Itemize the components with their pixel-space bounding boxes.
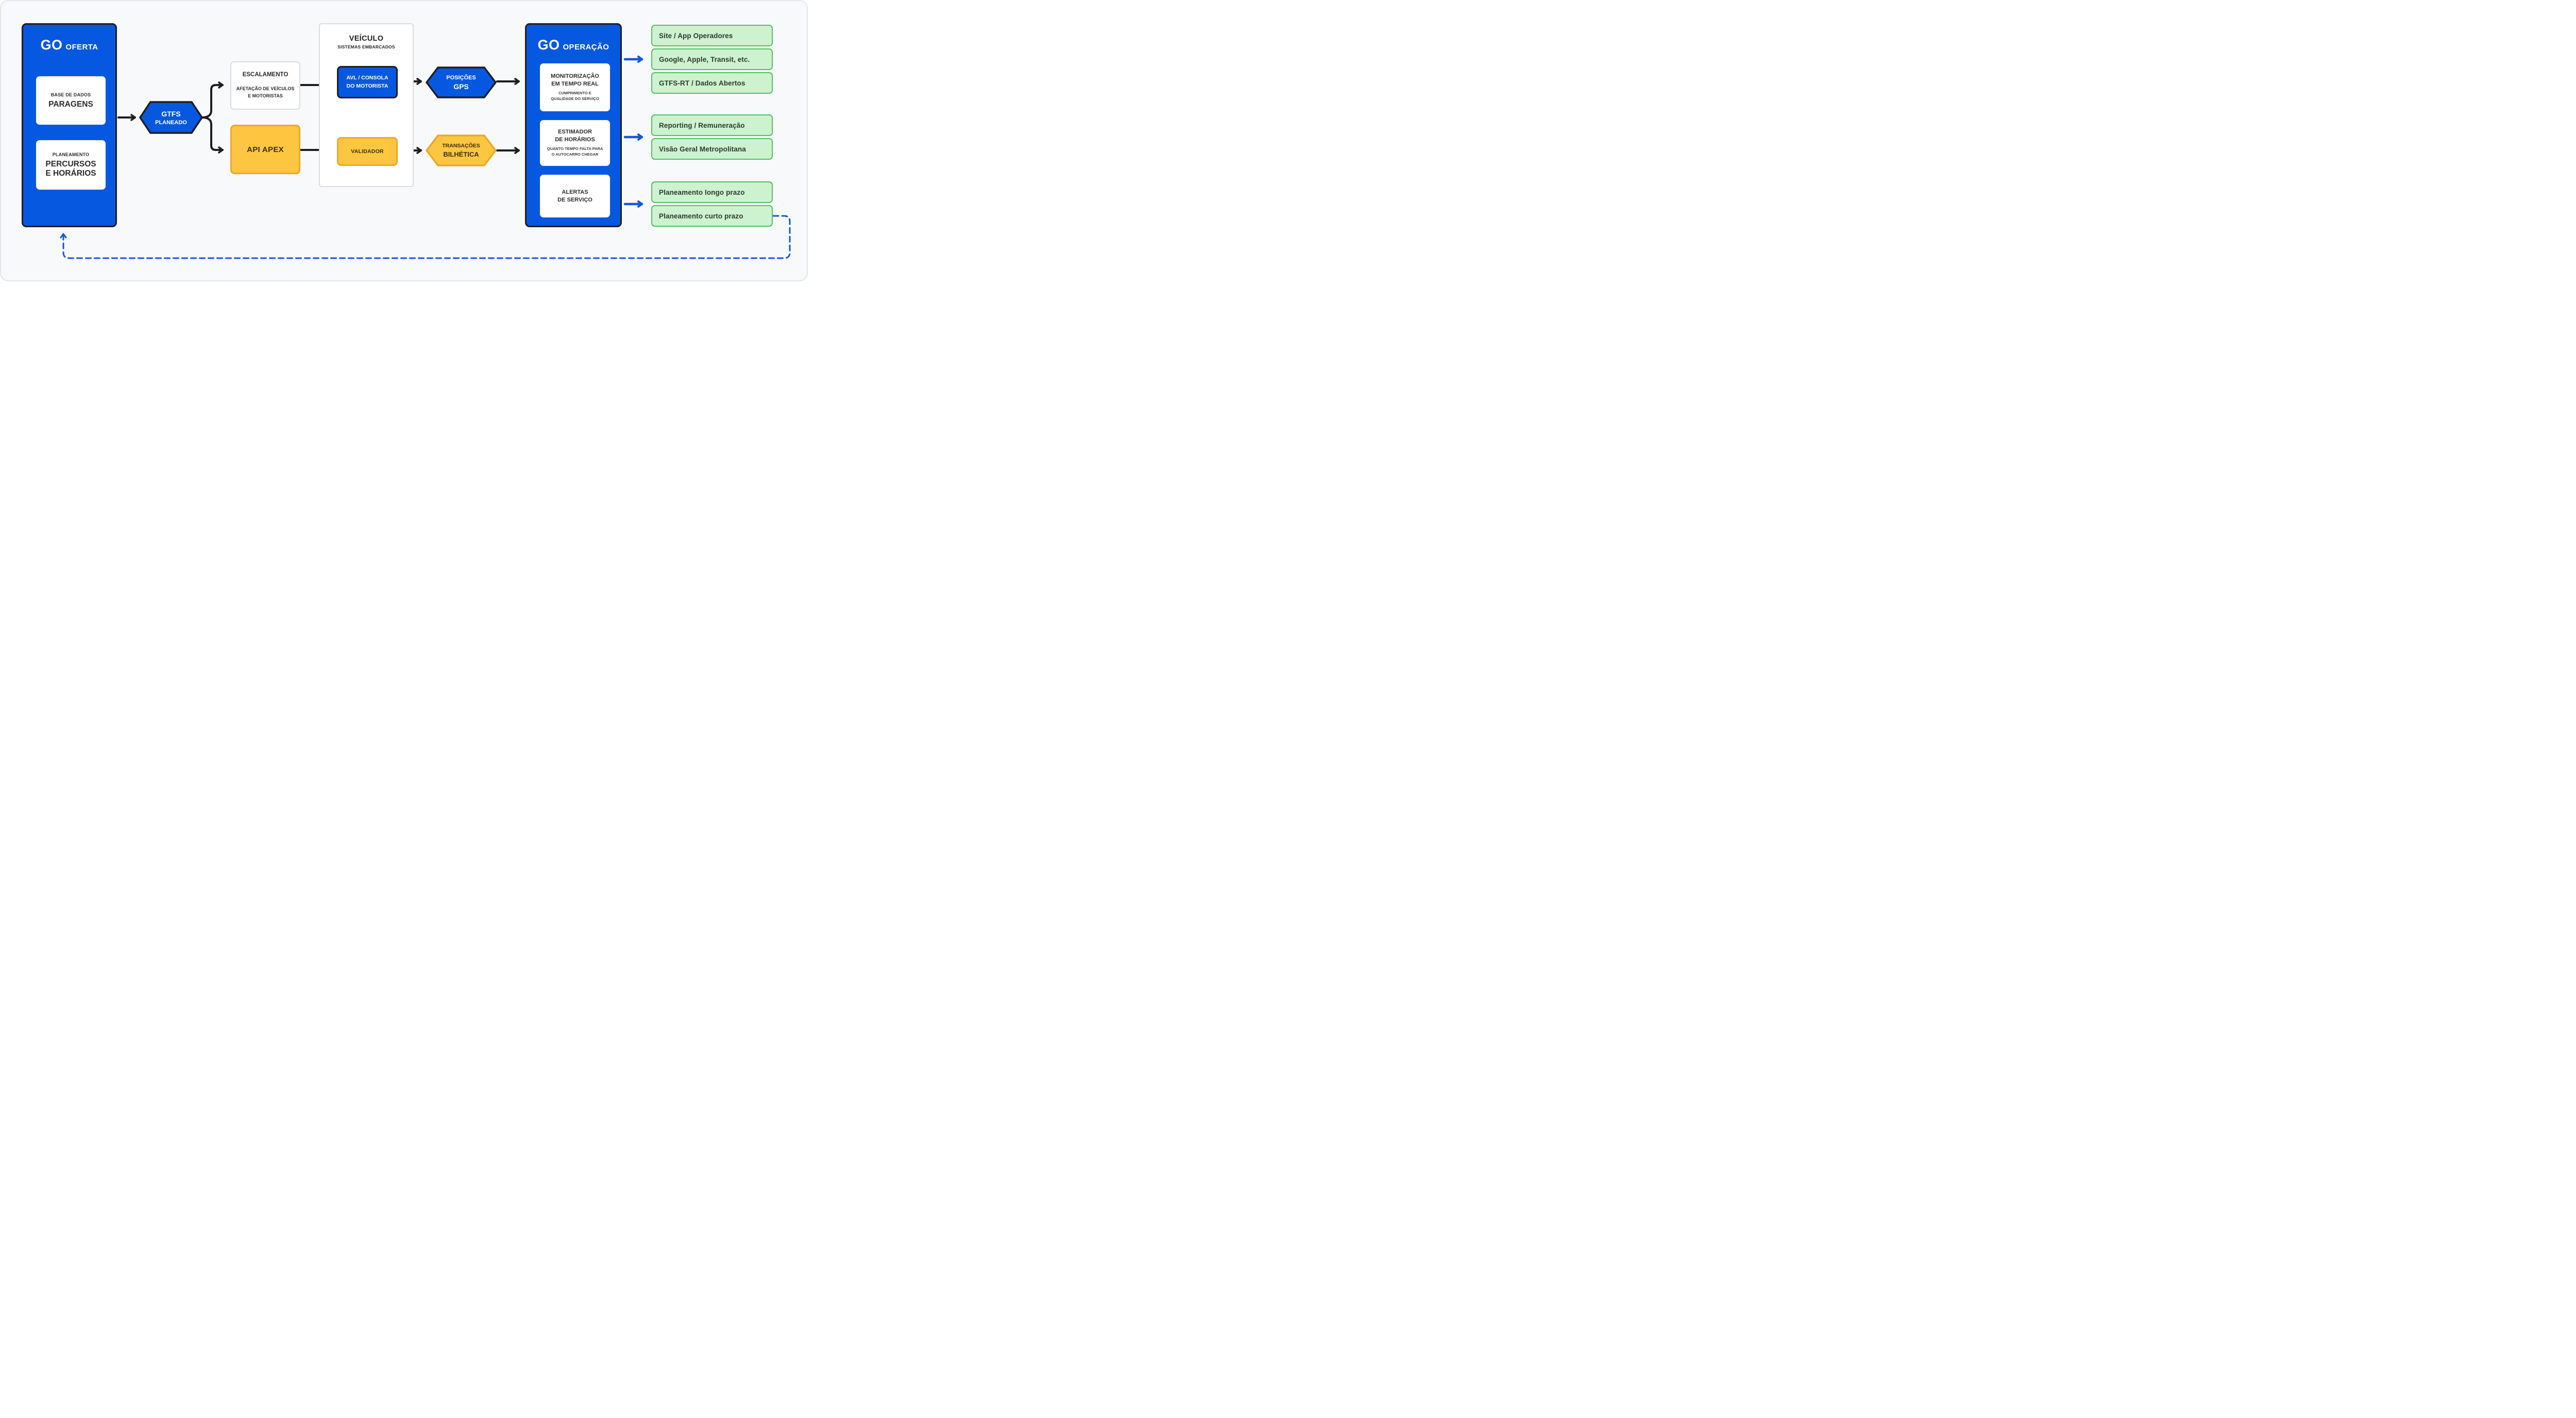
output-label: Planeamento curto prazo [659, 212, 743, 220]
go-operacao-title-main: GO [537, 37, 560, 53]
transacoes-bilhetica-hexagon: TRANSAÇÕES BILHÉTICA [426, 134, 497, 167]
card-subtitle: PLANEAMENTO [52, 152, 90, 158]
output-planeamento-longo-prazo: Planeamento longo prazo [651, 181, 773, 203]
card-planeamento-percursos: PLANEAMENTO PERCURSOS E HORÁRIOS [36, 140, 106, 190]
escalamento-subtitle: AFETAÇÃO DE VEÍCULOS E MOTORISTAS [236, 86, 295, 98]
validador-box: VALIDADOR [337, 137, 398, 166]
gtfs-planeado-hexagon: GTFS PLANEADO [139, 100, 203, 134]
veiculo-title: VEÍCULO [349, 35, 384, 43]
output-label: GTFS-RT / Dados Abertos [659, 79, 745, 87]
go-operacao-title-sub: OPERAÇÃO [563, 43, 609, 52]
card-subtitle: BASE DE DADOS [50, 92, 91, 97]
output-label: Reporting / Remuneração [659, 121, 745, 129]
hexagon-label: GTFS PLANEADO [139, 100, 203, 134]
card-estimador: ESTIMADOR DE HORÁRIOS QUANTO TEMPO FALTA… [540, 120, 610, 166]
go-oferta-title-sub: OFERTA [65, 43, 98, 52]
escalamento-box: ESCALAMENTO AFETAÇÃO DE VEÍCULOS E MOTOR… [230, 61, 300, 110]
hexagon-line1: TRANSAÇÕES [442, 143, 480, 149]
output-label: Google, Apple, Transit, etc. [659, 55, 750, 63]
output-google-apple-transit: Google, Apple, Transit, etc. [651, 48, 773, 70]
go-oferta-title: GO OFERTA [23, 37, 115, 53]
card-base-de-dados-paragens: BASE DE DADOS PARAGENS [36, 76, 106, 125]
go-operacao-title: GO OPERAÇÃO [527, 37, 620, 53]
escalamento-title: ESCALAMENTO [242, 72, 289, 78]
go-oferta-title-main: GO [40, 37, 63, 53]
hexagon-label: TRANSAÇÕES BILHÉTICA [426, 134, 497, 167]
avl-consola-label: AVL / CONSOLA DO MOTORISTA [346, 75, 388, 89]
output-gtfs-rt-dados-abertos: GTFS-RT / Dados Abertos [651, 72, 773, 94]
diagram-canvas: GO OFERTA BASE DE DADOS PARAGENS PLANEAM… [0, 0, 808, 281]
veiculo-container: VEÍCULO SISTEMAS EMBARCADOS AVL / CONSOL… [319, 23, 414, 187]
api-apex-box: API APEX [230, 125, 300, 174]
hexagon-shape [426, 66, 497, 98]
card-title: PARAGENS [48, 99, 93, 109]
output-label: Site / App Operadores [659, 31, 733, 40]
output-site-app-operadores: Site / App Operadores [651, 25, 773, 46]
card-title: MONITORIZAÇÃO EM TEMPO REAL [551, 73, 599, 88]
card-subtitle: QUANTO TEMPO FALTA PARA O AUTOCARRO CHEG… [547, 146, 603, 157]
go-oferta-container: GO OFERTA BASE DE DADOS PARAGENS PLANEAM… [22, 23, 117, 227]
output-label: Visão Geral Metropolitana [659, 145, 746, 153]
card-monitorizacao: MONITORIZAÇÃO EM TEMPO REAL CUMPRIMENTO … [540, 63, 610, 111]
hexagon-line1: POSIÇÕES [446, 74, 476, 81]
avl-consola-box: AVL / CONSOLA DO MOTORISTA [337, 66, 398, 98]
output-planeamento-curto-prazo: Planeamento curto prazo [651, 205, 773, 227]
output-reporting-remuneracao: Reporting / Remuneração [651, 114, 773, 136]
arrow-gtfs-to-escalamento [201, 81, 224, 119]
card-title: PERCURSOS E HORÁRIOS [45, 160, 96, 178]
output-label: Planeamento longo prazo [659, 188, 745, 196]
card-subtitle: CUMPRIMENTO E QUALIDADE DO SERVIÇO [551, 91, 599, 102]
card-alertas: ALERTAS DE SERVIÇO [540, 175, 610, 217]
arrow-gtfs-to-apex [201, 116, 224, 154]
card-title: ALERTAS DE SERVIÇO [557, 189, 592, 203]
hexagon-line2: GPS [453, 82, 469, 91]
hexagon-label: POSIÇÕES GPS [426, 66, 497, 99]
posicoes-gps-hexagon: POSIÇÕES GPS [426, 66, 497, 99]
go-operacao-container: GO OPERAÇÃO MONITORIZAÇÃO EM TEMPO REAL … [525, 23, 622, 227]
hexagon-line1: GTFS [161, 109, 181, 118]
hexagon-shape [139, 101, 203, 134]
veiculo-subtitle: SISTEMAS EMBARCADOS [337, 44, 395, 49]
hexagon-shape [426, 134, 497, 166]
hexagon-line2: BILHÉTICA [443, 150, 479, 158]
api-apex-label: API APEX [247, 145, 284, 154]
validador-label: VALIDADOR [351, 148, 384, 155]
output-visao-geral-metropolitana: Visão Geral Metropolitana [651, 138, 773, 160]
hexagon-line2: PLANEADO [155, 119, 187, 126]
card-title: ESTIMADOR DE HORÁRIOS [555, 129, 595, 143]
